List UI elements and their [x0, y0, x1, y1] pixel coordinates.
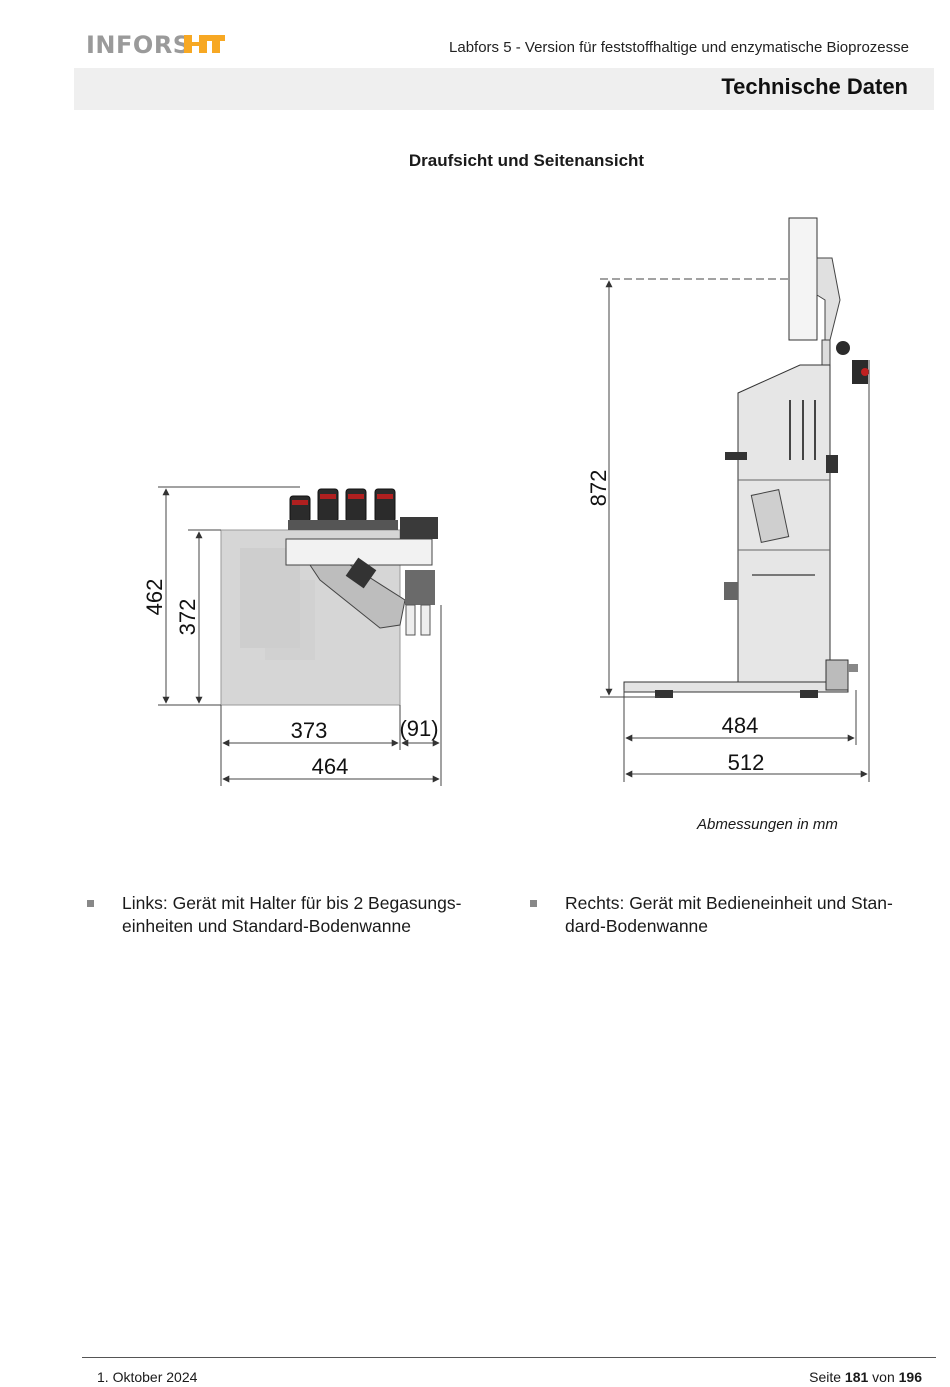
dim-464: 464: [312, 754, 349, 779]
dim-872: 872: [586, 470, 611, 507]
page-number: Seite 181 von 196: [809, 1369, 922, 1385]
section-header-bar: [74, 68, 934, 110]
ht-logo-mark: [184, 35, 225, 53]
bullet-square-icon: [87, 900, 94, 907]
page-total: 196: [898, 1369, 922, 1385]
page-prefix: Seite: [809, 1369, 842, 1385]
logo-text: INFORS: [86, 31, 191, 59]
footer-divider: [82, 1357, 936, 1358]
bullet-square-icon: [530, 900, 537, 907]
footer-date: 1. Oktober 2024: [97, 1369, 198, 1385]
side-view-device: [623, 217, 869, 698]
list-item: Rechts: Gerät mit Bedieneinheit und Stan…: [530, 892, 925, 938]
dim-373: 373: [291, 718, 328, 743]
figure-title: Draufsicht und Seitenansicht: [408, 151, 645, 170]
list-item-text: Links: Gerät mit Halter für bis 2 Begasu…: [122, 893, 462, 936]
dim-512: 512: [728, 750, 765, 775]
top-view-device: [220, 488, 438, 706]
dim-91: (91): [399, 716, 438, 741]
dim-372: 372: [175, 599, 200, 636]
list-item: Links: Gerät mit Halter für bis 2 Begasu…: [87, 892, 482, 938]
right-dimension-lines: [600, 278, 870, 782]
page-current: 181: [844, 1369, 869, 1385]
dim-462: 462: [142, 579, 167, 616]
dimension-drawing: 462 372 373 (91) 464: [142, 217, 870, 786]
figure-caption: Abmessungen in mm: [697, 816, 838, 833]
left-dimension-lines: [158, 486, 442, 786]
list-item-text: Rechts: Gerät mit Bedieneinheit und Stan…: [565, 893, 893, 936]
page-mid: von: [872, 1369, 895, 1385]
dim-484: 484: [722, 713, 759, 738]
document-subtitle: Labfors 5 - Version für feststoffhaltige…: [449, 39, 909, 56]
section-title: Technische Daten: [721, 74, 908, 99]
